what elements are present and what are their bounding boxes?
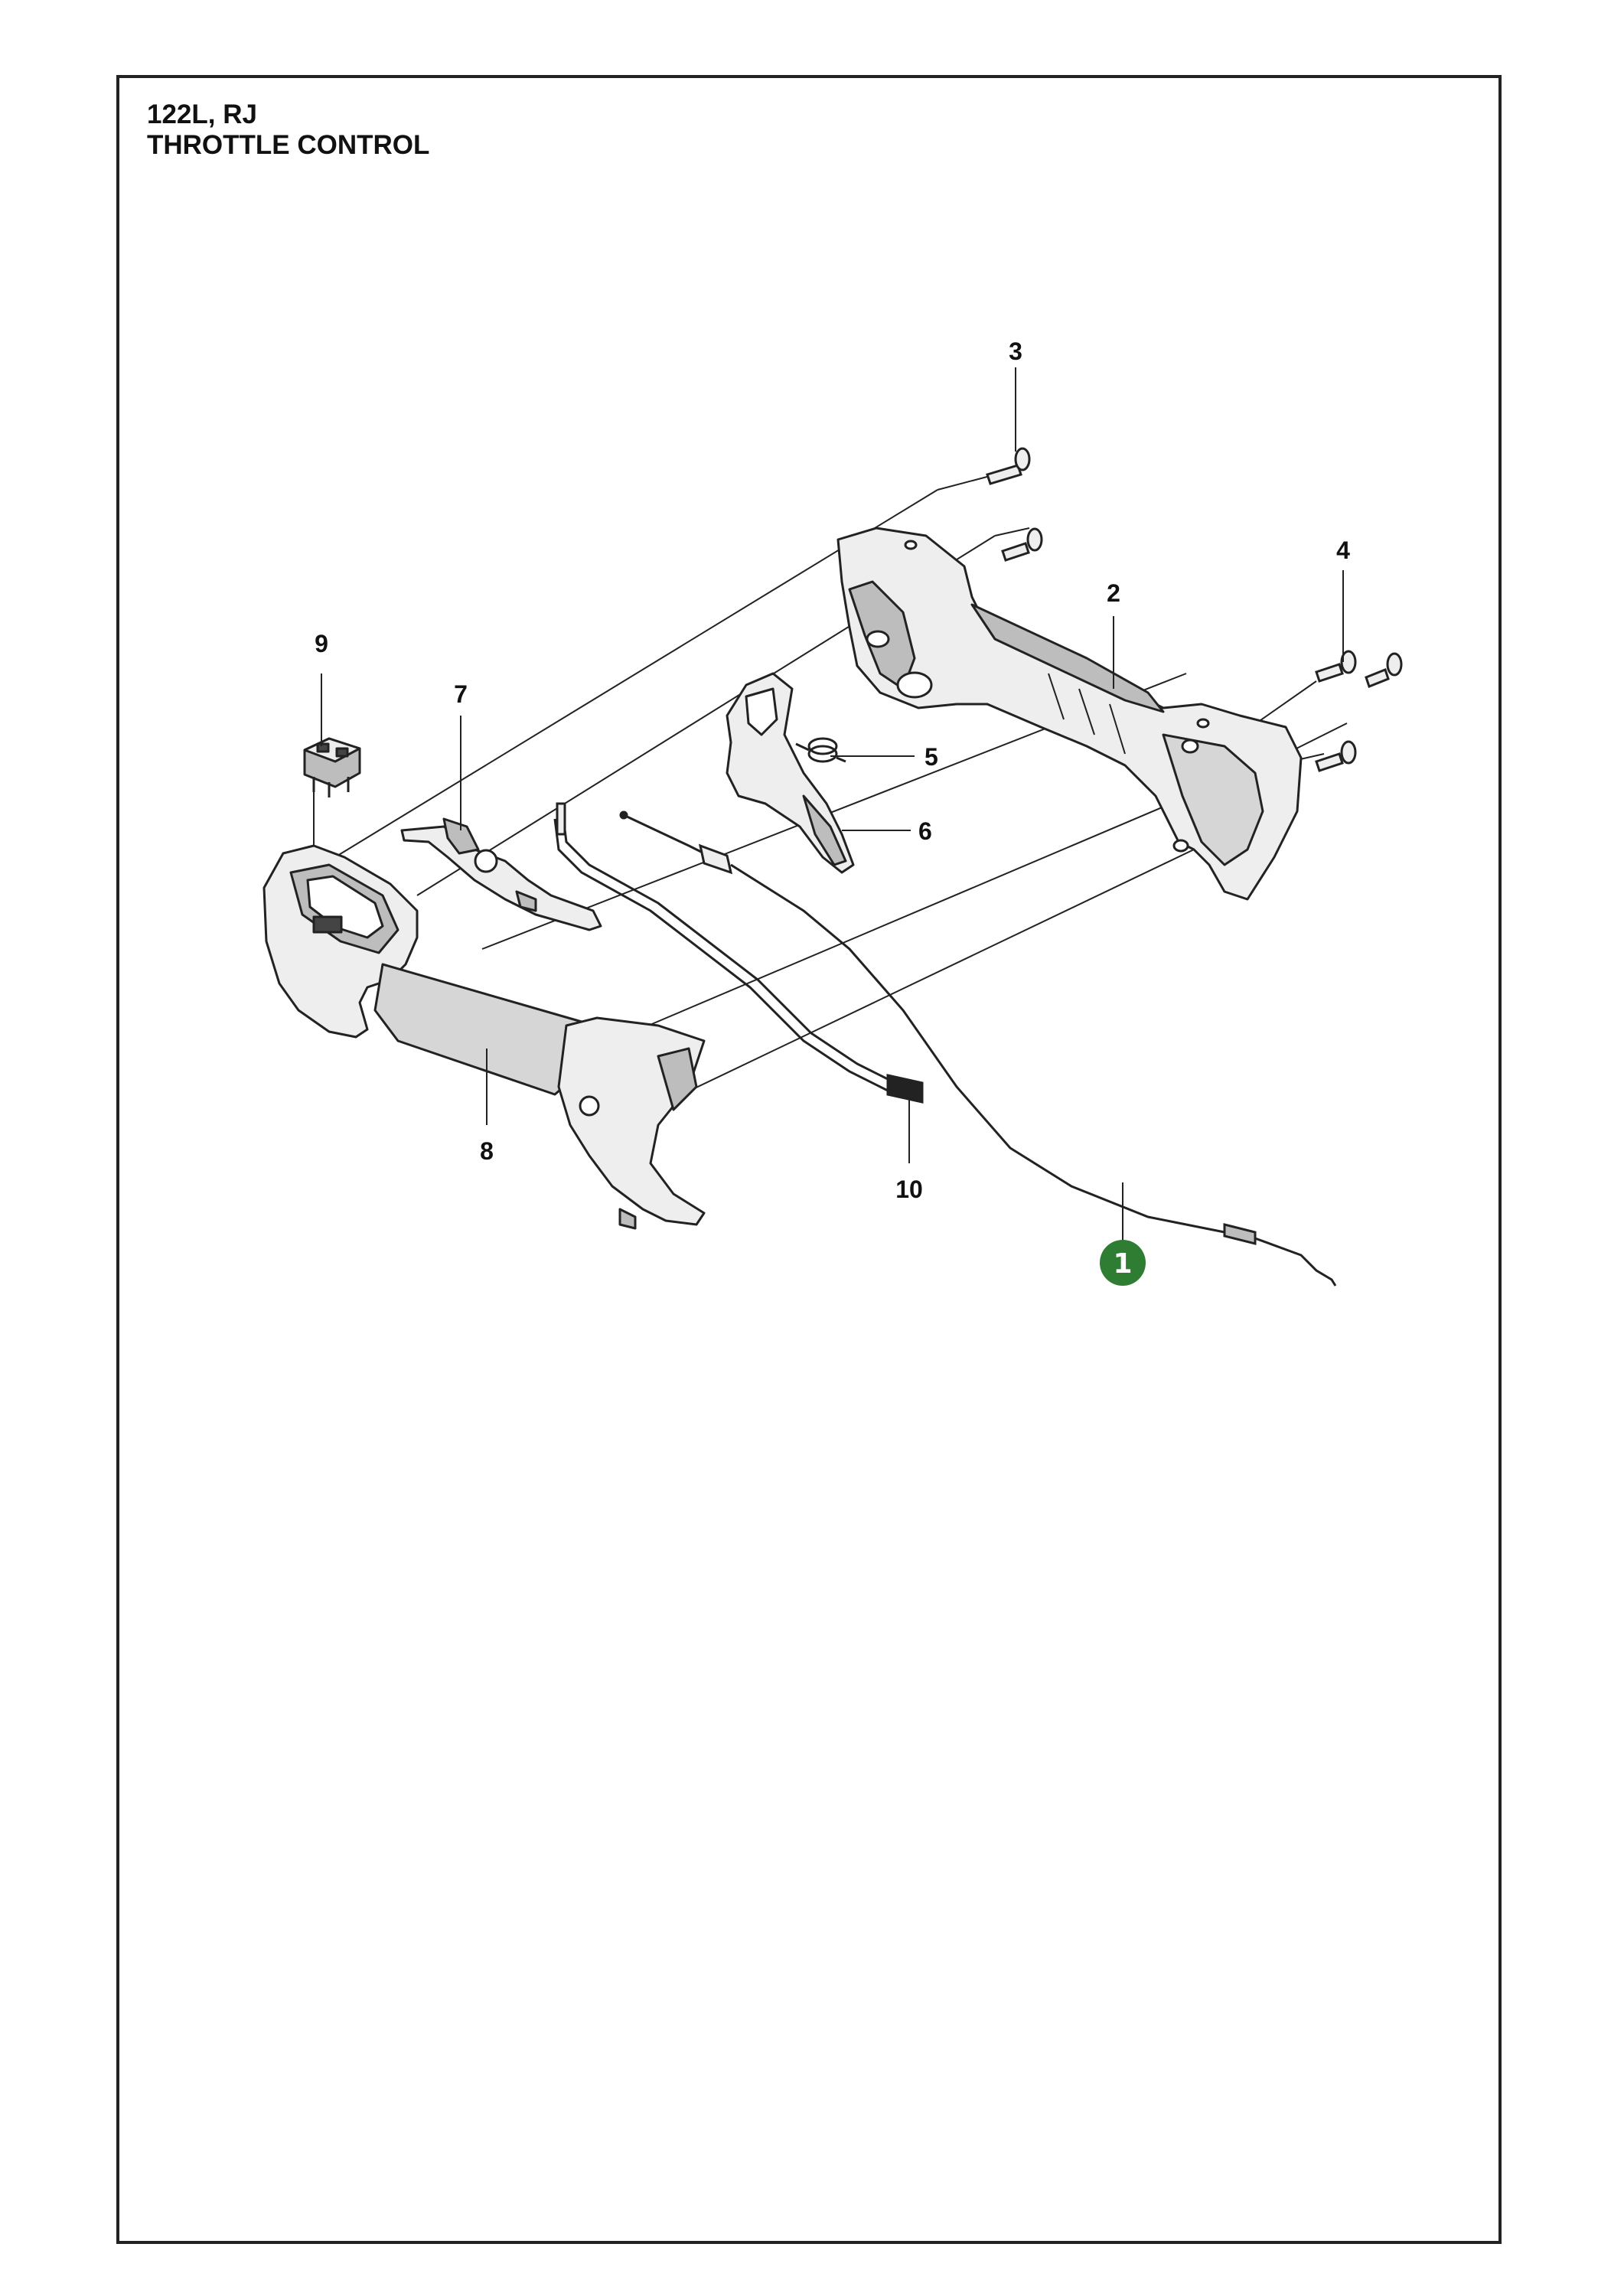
screws-item-3	[986, 447, 1043, 562]
callout-9: 9	[315, 630, 328, 657]
callout-7: 7	[454, 680, 468, 708]
callout-10: 10	[895, 1176, 923, 1203]
stop-switch-item-9	[303, 737, 361, 797]
callout-2: 2	[1107, 579, 1120, 607]
wire-harness-item-10	[553, 802, 924, 1104]
assembly-guide-lines	[309, 470, 1348, 1103]
callout-5: 5	[925, 743, 938, 771]
leader-lines	[321, 367, 1344, 1240]
section-title: THROTTLE CONTROL	[147, 130, 430, 160]
callout-8: 8	[480, 1137, 494, 1165]
callout-4: 4	[1336, 536, 1350, 564]
handle-housing-upper	[836, 527, 1303, 901]
callout-6: 6	[918, 817, 932, 845]
callout-1: 1	[1113, 1248, 1132, 1280]
throttle-trigger-item-6	[726, 672, 855, 874]
callout-3: 3	[1009, 338, 1022, 365]
callout-1-highlighted: 1	[1100, 1240, 1146, 1286]
screws-item-4	[1315, 650, 1403, 772]
handle-housing-lower-item-8	[263, 844, 706, 1230]
drawing-frame	[116, 75, 1502, 2244]
spring-item-5	[795, 737, 846, 763]
model-title: 122L, RJ	[147, 99, 257, 129]
throttle-lockout-item-7	[400, 817, 602, 931]
